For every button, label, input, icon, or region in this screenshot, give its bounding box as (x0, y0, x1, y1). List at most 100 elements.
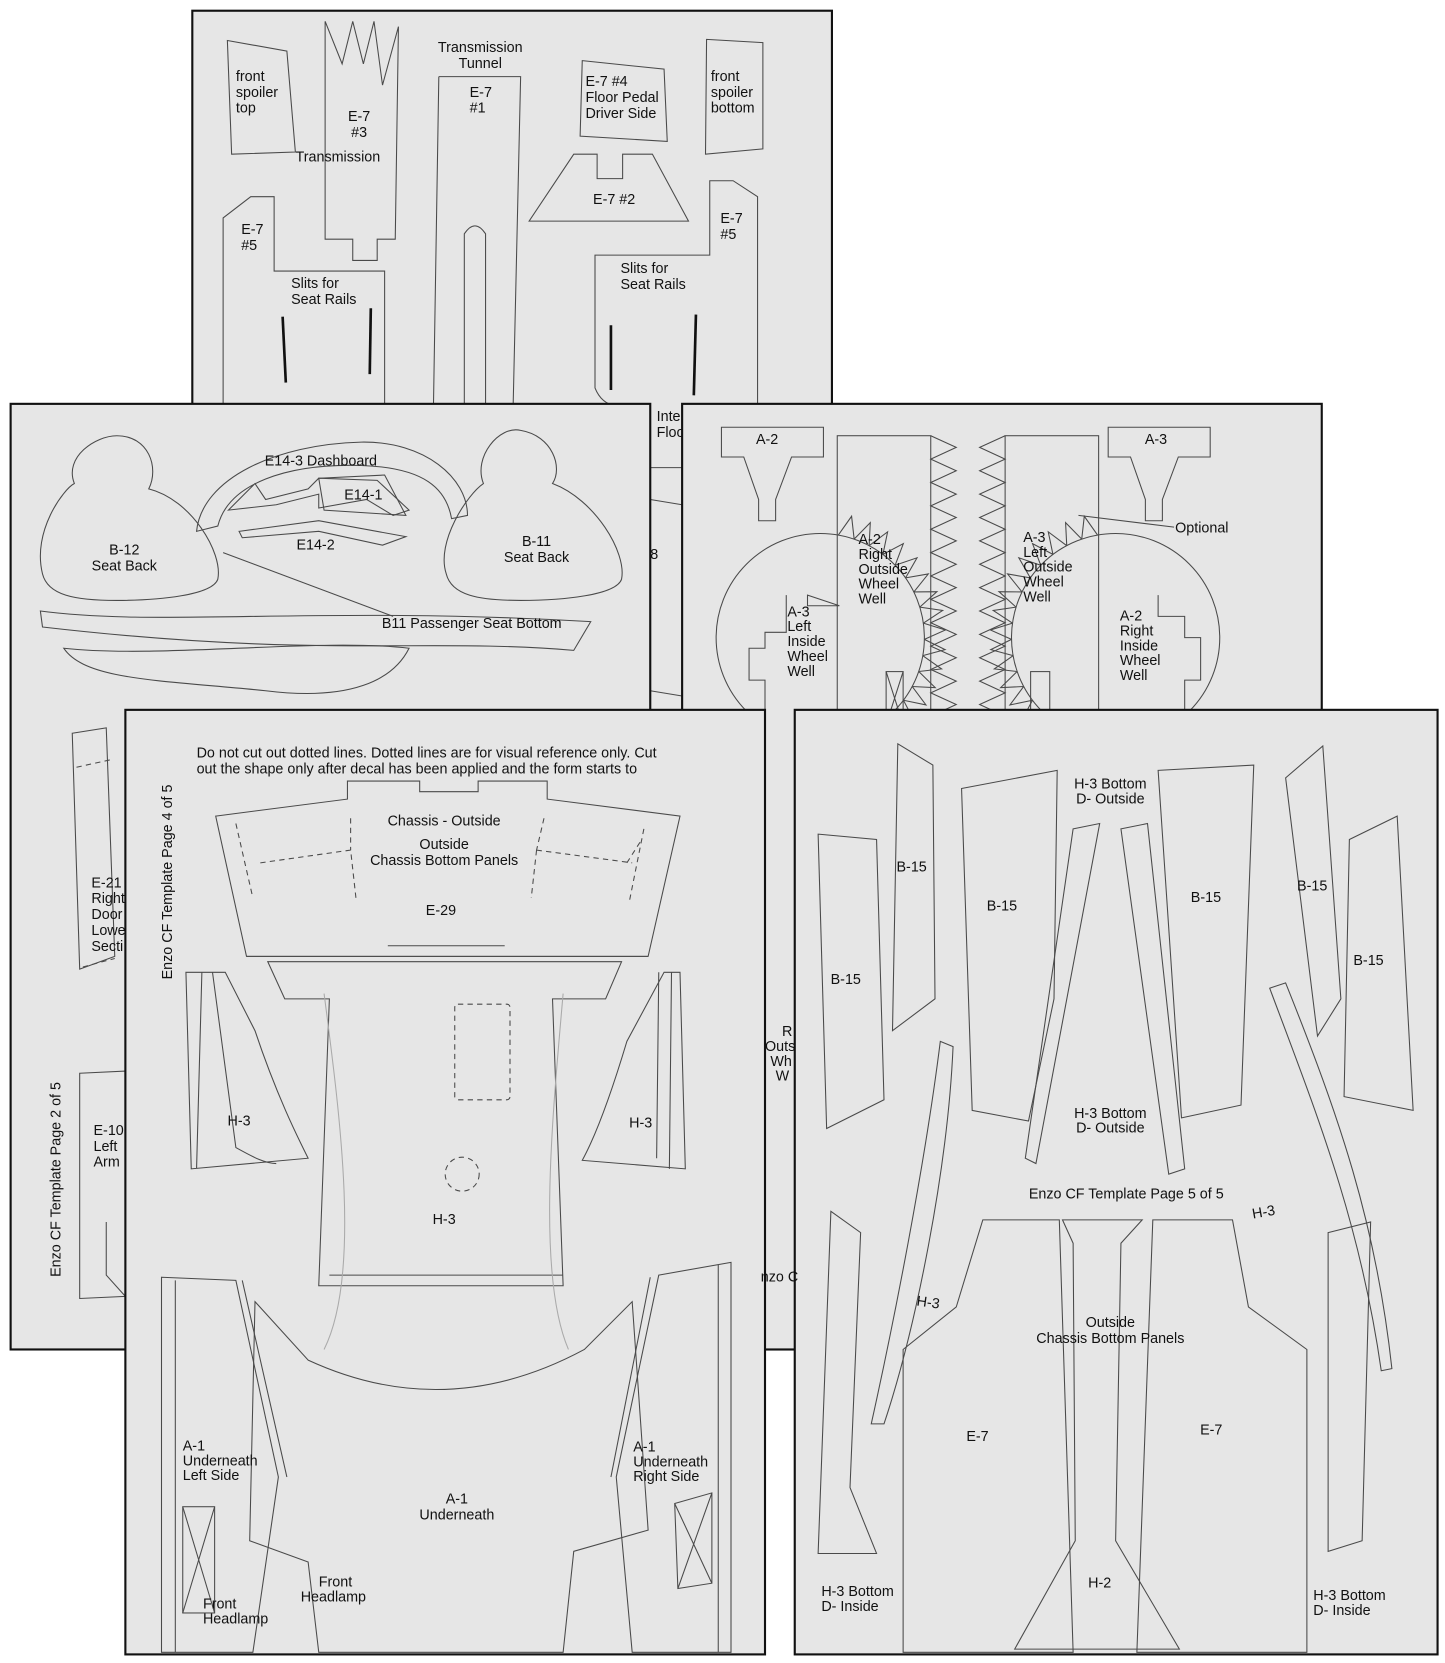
a1-left-side-piece (160, 1276, 288, 1653)
a2-funnel-piece (720, 426, 824, 522)
label-b15: B-15 (896, 859, 926, 875)
tab-cross (885, 671, 904, 711)
label-e14-2: E14-2 (296, 537, 334, 553)
b11-seat-back-piece (443, 429, 623, 601)
e14-1-piece (318, 474, 407, 516)
note-line: Do not cut out dotted lines. Dotted line… (197, 746, 657, 762)
label-b11-seat-bottom: B11 Passenger Seat Bottom (382, 616, 562, 632)
e7-4-piece (579, 60, 668, 142)
label-a3: A-3 (1145, 432, 1167, 448)
zigzag-edge (978, 435, 1007, 711)
page-footer: Enzo CF Template Page 2 of 5 (49, 1082, 65, 1277)
h3-bottom-inside-strip (817, 1210, 878, 1554)
zigzag-edge (929, 435, 1007, 711)
zigzag-edge (929, 435, 958, 711)
h3-curved-strip (1268, 982, 1393, 1372)
dotted-reference (76, 759, 115, 968)
e7-2-piece (528, 153, 690, 222)
e7-left-piece (902, 1219, 1074, 1653)
page-footer: Enzo CF Template Page 4 of 5 (160, 785, 176, 980)
guide-line (222, 552, 394, 617)
e7-3-piece (324, 21, 399, 261)
gear-teeth (837, 514, 947, 711)
partial-label: Inte (657, 409, 681, 425)
label-e7: E-7 (1200, 1422, 1222, 1438)
label-b15: B-15 (831, 972, 861, 988)
partial-label: nzo C (761, 1269, 798, 1285)
h3-left-piece (185, 971, 309, 1170)
a2-outside-wheel-well-piece (836, 435, 932, 711)
b15-piece (817, 833, 885, 1130)
template-page-4: Do not cut out dotted lines. Dotted line… (124, 708, 767, 1656)
b11-seat-bottom-piece (39, 610, 592, 651)
a3-funnel-piece (1107, 426, 1211, 522)
partial-label: Floo (657, 425, 685, 441)
a1-underneath-piece (249, 1300, 649, 1653)
b15-piece (1285, 744, 1342, 1038)
partial-label: 8 (650, 547, 658, 563)
dotted-reference-rect (454, 1003, 511, 1101)
b12-seat-back-piece (40, 435, 219, 601)
panel-edge (246, 945, 649, 957)
note-line: out the shape only after decal has been … (197, 762, 638, 778)
e7-1-tunnel-piece (432, 76, 522, 404)
a3-outside-wheel-well-piece (1004, 435, 1100, 711)
partial-label: Wh (770, 1054, 792, 1070)
label-b15: B-15 (1191, 890, 1221, 906)
e21-piece (71, 727, 116, 970)
label-e7-3: E-7#3 (348, 109, 370, 141)
partial-label: R (782, 1024, 792, 1040)
a2-inside-stepped-piece (1157, 595, 1202, 711)
e14-2-piece (238, 520, 408, 546)
headlamp-cross (182, 1506, 216, 1614)
h3-bottom-outside-strip (1120, 822, 1186, 1175)
partial-label: Outs (765, 1039, 795, 1055)
a3-inside-stepped-piece (748, 594, 840, 711)
label-h3: H-3 (916, 1293, 941, 1312)
dotted-reference (235, 818, 645, 904)
label-e7: E-7 (966, 1429, 988, 1445)
partial-label: W (776, 1069, 790, 1085)
page1-gap-fragments: R Outs Wh W nzo C (761, 1024, 798, 1285)
label-a2: A-2 (756, 432, 778, 448)
wheel-well-circle (715, 532, 925, 711)
label-b15: B-15 (987, 899, 1017, 915)
label-b15: B-15 (1297, 878, 1327, 894)
e7-5-left-piece (222, 196, 386, 404)
label-e7-5-left: E-7#5 (241, 222, 263, 254)
label-h3: H-3 (433, 1212, 456, 1228)
b15-piece (1343, 815, 1414, 1112)
h3-curved-strip (870, 1040, 954, 1425)
page-footer: Enzo CF Template Page 5 of 5 (1029, 1187, 1224, 1203)
tab-piece (885, 671, 904, 711)
h2-piece (1013, 1219, 1181, 1650)
optional-pointer-line (1078, 514, 1175, 528)
e14-3-dashboard-piece (195, 441, 469, 533)
label-e29: E-29 (426, 903, 456, 919)
label-h3: H-3 (228, 1113, 251, 1129)
label-e14-1: E14-1 (344, 487, 382, 503)
tab-piece (1030, 671, 1051, 711)
